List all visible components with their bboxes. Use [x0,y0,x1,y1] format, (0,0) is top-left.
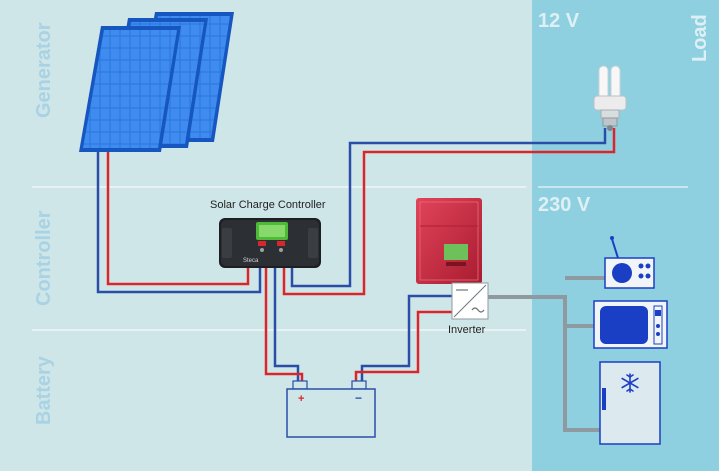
section-label-controller: Controller [33,210,55,306]
controller-brand: Steca [243,258,259,264]
voltage-label-dc: 12 V [538,10,580,32]
battery-icon [286,380,376,438]
battery-minus: − [355,391,362,405]
section-label-battery: Battery [33,355,55,425]
charge-controller-icon [219,218,321,268]
solar-panel-icon [79,12,234,152]
wires-positive [106,128,616,384]
section-label-load: Load [689,14,711,62]
inverter-symbol [451,282,489,320]
microwave-icon [593,300,668,349]
light-bulb-icon [593,65,627,131]
ac-wiring [488,276,605,432]
section-label-generator: Generator [33,22,55,118]
voltage-label-ac: 230 V [538,194,591,216]
snowflake-icon [621,373,639,393]
inverter-icon [416,198,482,284]
inverter-label: Inverter [448,324,486,336]
charge-controller-label: Solar Charge Controller [210,199,326,211]
battery-plus: + [298,393,304,405]
radio-icon [604,236,655,289]
